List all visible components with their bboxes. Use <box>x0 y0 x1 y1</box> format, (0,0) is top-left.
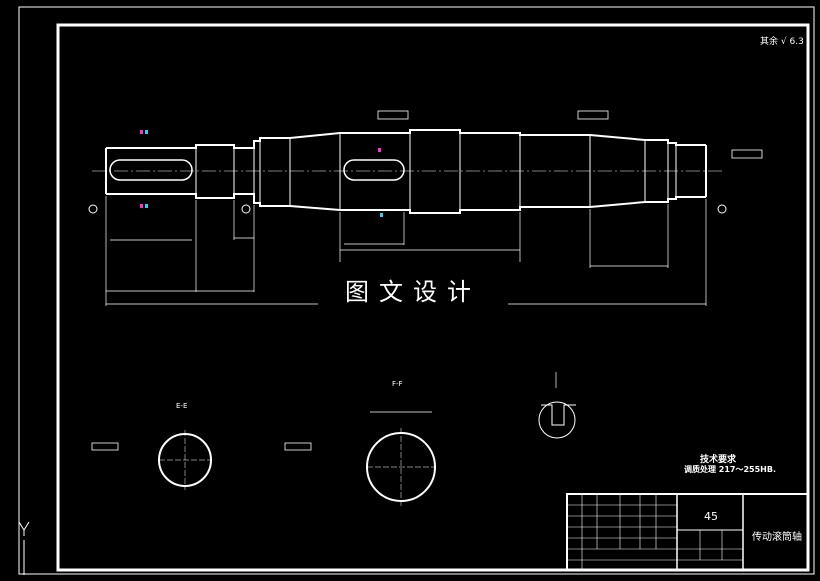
tech-requirements-title: 技术要求 <box>700 455 737 465</box>
tolerance-frames <box>377 110 763 159</box>
datum-markers <box>88 204 727 214</box>
roughness-note: 其余 √ 6.3 <box>760 34 804 47</box>
detail-view <box>538 372 576 439</box>
section-e-view <box>91 430 212 490</box>
roughness-note-label: 其余 <box>760 37 779 47</box>
title-block <box>566 493 809 571</box>
section-e-label: E-E <box>176 402 188 410</box>
accent-markers <box>140 130 383 217</box>
roughness-symbol: √ <box>780 37 787 47</box>
title-block-material: 45 <box>704 510 718 523</box>
inner-border <box>56 23 810 572</box>
dimension-lines <box>105 196 707 306</box>
section-f-view <box>284 411 436 506</box>
section-f-label: F-F <box>392 380 403 388</box>
roughness-value: 6.3 <box>789 37 804 47</box>
outer-border <box>18 6 815 575</box>
tech-requirements-body: 调质处理 217～255HB. <box>684 465 777 474</box>
ucs-icon <box>18 521 30 575</box>
watermark-title: 图文设计 <box>318 276 508 308</box>
title-block-part-name: 传动滚筒轴 <box>752 532 802 543</box>
